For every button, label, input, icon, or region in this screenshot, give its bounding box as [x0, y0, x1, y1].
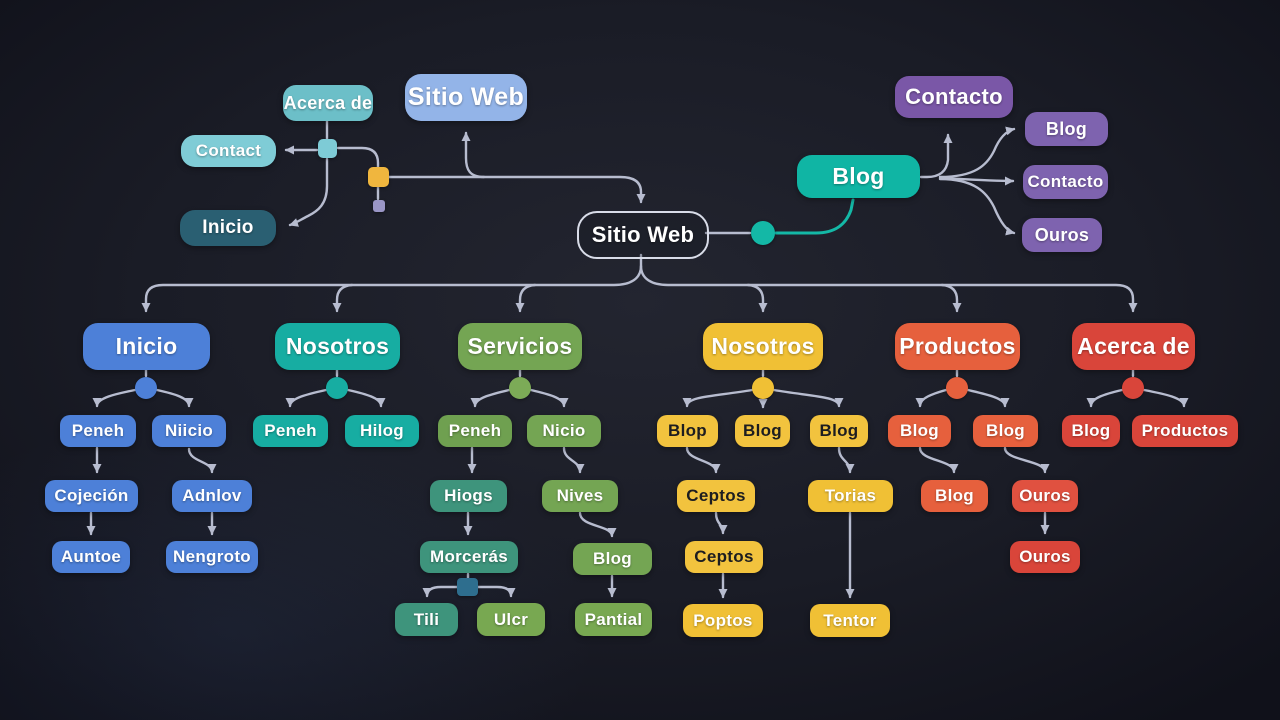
node-torias[interactable]: Torias	[808, 480, 893, 512]
node-cojecion[interactable]: Cojeción	[45, 480, 138, 512]
node-sitio-web-top[interactable]: Sitio Web	[405, 74, 527, 121]
node-acerca-de-main[interactable]: Acerca de	[1072, 323, 1195, 370]
node-blog-green[interactable]: Blog	[573, 543, 652, 575]
node-nosotros-yellow[interactable]: Nosotros	[703, 323, 823, 370]
node-contacto-purple[interactable]: Contacto	[1023, 165, 1108, 199]
node-tentor[interactable]: Tentor	[810, 604, 890, 637]
node-contacto-top[interactable]: Contacto	[895, 76, 1013, 118]
node-inicio-main[interactable]: Inicio	[83, 323, 210, 370]
node-ouros-orange[interactable]: Ouros	[1012, 480, 1078, 512]
node-adnlov[interactable]: Adnlov	[172, 480, 252, 512]
node-blog-purple[interactable]: Blog	[1025, 112, 1108, 146]
node-inicio-top[interactable]: Inicio	[180, 210, 276, 246]
node-nosotros-teal[interactable]: Nosotros	[275, 323, 400, 370]
node-hilog[interactable]: Hilog	[345, 415, 419, 447]
node-peneh-blue[interactable]: Peneh	[60, 415, 136, 447]
node-ouros-red-1[interactable]: Ouros	[1010, 541, 1080, 573]
connector-square-teal	[318, 139, 337, 158]
connector-square-steel	[457, 578, 478, 596]
node-ceptos-1[interactable]: Ceptos	[677, 480, 755, 512]
node-servicios-main[interactable]: Servicios	[458, 323, 582, 370]
node-blop[interactable]: Blop	[657, 415, 718, 447]
connector-dot-red	[1122, 377, 1144, 399]
node-productos-red[interactable]: Productos	[1132, 415, 1238, 447]
node-ouros-purple[interactable]: Ouros	[1022, 218, 1102, 252]
node-peneh-teal[interactable]: Peneh	[253, 415, 328, 447]
connector-dot-teal	[326, 377, 348, 399]
node-nengroto[interactable]: Nengroto	[166, 541, 258, 573]
node-nives[interactable]: Nives	[542, 480, 618, 512]
connector-square-purple	[373, 200, 385, 212]
node-nicio[interactable]: Nicio	[527, 415, 601, 447]
node-pantial[interactable]: Pantial	[575, 603, 652, 636]
node-blog-red[interactable]: Blog	[1062, 415, 1120, 447]
connector-square-yellow	[368, 167, 389, 187]
node-blog-yellow-3[interactable]: Blog	[810, 415, 868, 447]
node-ulcr[interactable]: Ulcr	[477, 603, 545, 636]
connector-dot-blue	[135, 377, 157, 399]
node-blog-orange-2[interactable]: Blog	[973, 415, 1038, 447]
node-sitio-web-center[interactable]: Sitio Web	[577, 211, 709, 259]
connector-dot-teal-large	[751, 221, 775, 245]
node-auntoe[interactable]: Auntoe	[52, 541, 130, 573]
node-blog-orange-1[interactable]: Blog	[888, 415, 951, 447]
node-blog-yellow-2[interactable]: Blog	[735, 415, 790, 447]
node-productos-main[interactable]: Productos	[895, 323, 1020, 370]
node-acerca-de-top[interactable]: Acerca de	[283, 85, 373, 121]
node-ceptos-2[interactable]: Ceptos	[685, 541, 763, 573]
node-hiogs[interactable]: Hiogs	[430, 480, 507, 512]
connector-dot-green	[509, 377, 531, 399]
node-blog-hub[interactable]: Blog	[797, 155, 920, 198]
connector-dot-orange	[946, 377, 968, 399]
node-morceras[interactable]: Morcerás	[420, 541, 518, 573]
node-peneh-green[interactable]: Peneh	[438, 415, 512, 447]
connector-dot-yellow	[752, 377, 774, 399]
node-contact-top[interactable]: Contact	[181, 135, 276, 167]
node-blog-orange-3[interactable]: Blog	[921, 480, 988, 512]
node-poptos[interactable]: Poptos	[683, 604, 763, 637]
node-tili[interactable]: Tili	[395, 603, 458, 636]
node-niicio[interactable]: Niicio	[152, 415, 226, 447]
